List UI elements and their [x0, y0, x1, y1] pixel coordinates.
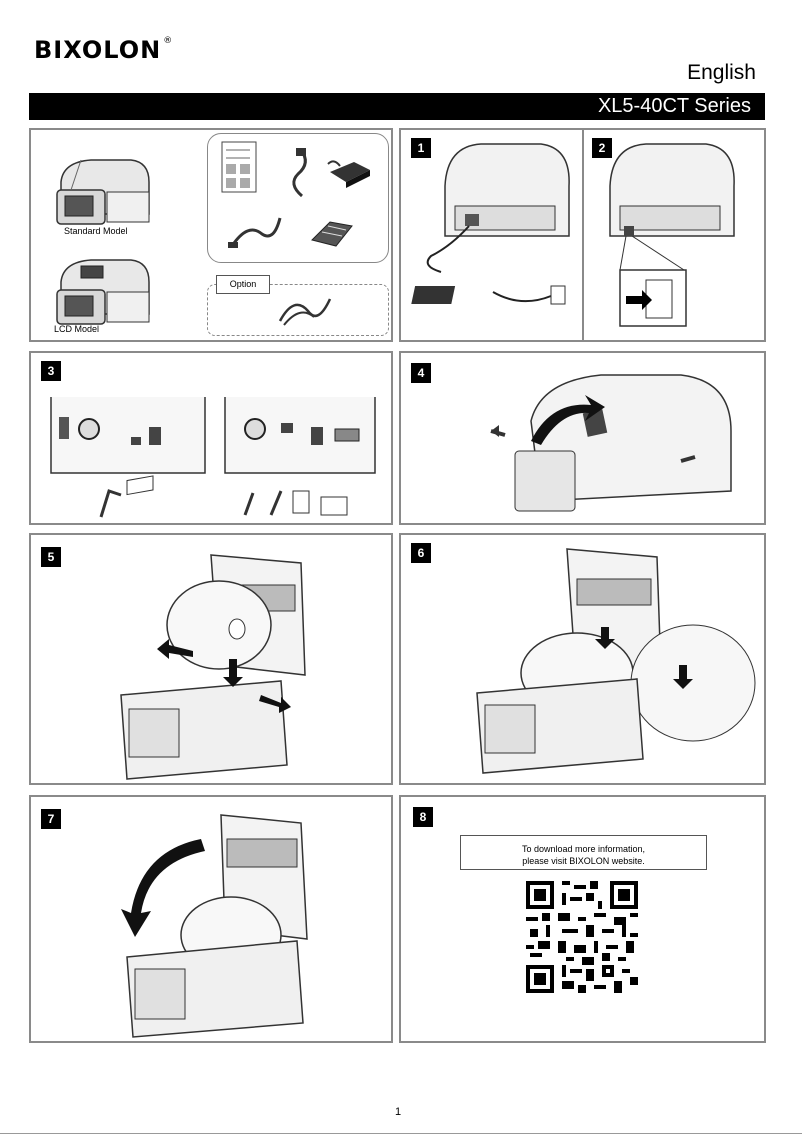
step-5-illustration [120, 554, 306, 780]
panel-steps-1-2: 1 2 [399, 128, 766, 342]
panel-step-7: 7 [29, 795, 393, 1043]
language-label: English [687, 61, 756, 84]
panel-step-6: 6 [399, 533, 766, 785]
usb-cable-icon [228, 217, 282, 248]
step-5-badge: 5 [41, 547, 61, 567]
footer-divider [0, 1133, 802, 1134]
manual-icon [221, 141, 257, 193]
step-3-badge: 3 [41, 361, 61, 381]
brand-logo: BIXOLON® [34, 36, 173, 64]
step-2-badge: 2 [592, 138, 612, 158]
step-7-illustration [121, 814, 308, 1038]
download-line-1: To download more information, [521, 844, 646, 854]
panel-step-5: 5 [29, 533, 393, 785]
panel-step-8: 8 To download more information, please v… [399, 795, 766, 1043]
step-4-illustration [490, 374, 732, 512]
panel-step-3: 3 [29, 351, 393, 525]
step-4-badge: 4 [411, 363, 431, 383]
series-title-bar: XL5-40CT Series [29, 93, 765, 120]
option-box [207, 284, 389, 336]
step-6-badge: 6 [411, 543, 431, 563]
series-title: XL5-40CT Series [597, 95, 751, 117]
step-1-badge: 1 [411, 138, 431, 158]
step-1-illustration [411, 143, 570, 305]
panel-box-contents: Standard Model LCD Model [29, 128, 393, 342]
option-label: Option [216, 275, 270, 294]
panel-divider [582, 130, 584, 340]
step-3-illustration [50, 397, 376, 518]
website-qr-code[interactable] [526, 881, 638, 993]
brand-name: BIXOLON [34, 36, 162, 64]
download-line-2: please visit BIXOLON website. [522, 856, 645, 866]
step-6-illustration [476, 548, 756, 774]
printer-standard-illustration [56, 159, 150, 225]
step-7-badge: 7 [41, 809, 61, 829]
option-cable-icon [278, 298, 332, 326]
standard-model-caption: Standard Model [64, 226, 128, 236]
lcd-model-caption: LCD Model [54, 324, 100, 334]
page-number: 1 [395, 1106, 402, 1118]
step-2-illustration [609, 143, 735, 327]
core-holder-icon [311, 221, 353, 247]
registered-mark: ® [163, 36, 174, 46]
step-8-badge: 8 [413, 807, 433, 827]
power-adapter-icon [327, 160, 370, 188]
accessories-box [207, 133, 389, 263]
panel-step-4: 4 [399, 351, 766, 525]
download-info-box: To download more information, please vis… [460, 835, 707, 870]
power-cord-icon [292, 148, 307, 198]
printer-lcd-illustration [56, 259, 150, 325]
